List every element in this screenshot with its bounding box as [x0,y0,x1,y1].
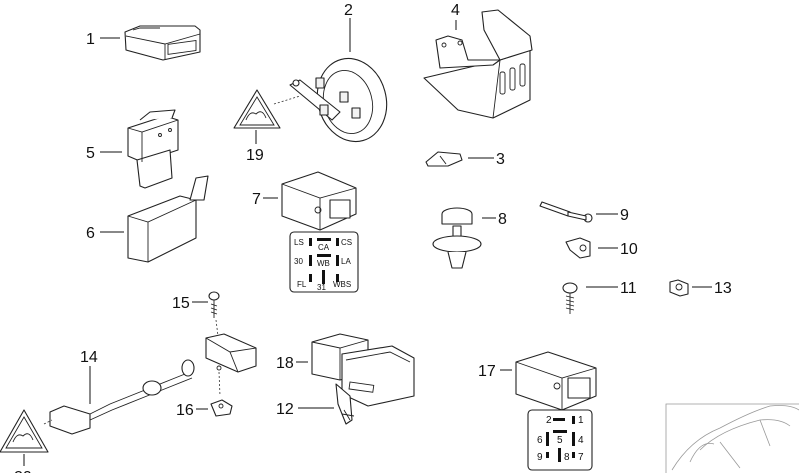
callout-13: 13 [714,280,732,297]
pin-label: 7 [578,452,584,463]
callout-12: 12 [276,401,294,418]
pin-label: CS [341,238,352,247]
part-3-clip[interactable] [425,151,463,167]
pin-label: LA [341,257,351,266]
part-15-screw[interactable] [208,291,220,318]
part-19-warning-label[interactable] [233,89,281,129]
pin-label: 1 [578,415,584,426]
callout-18: 18 [276,355,294,372]
harness-bracket[interactable] [205,333,257,373]
pin-label: 6 [537,435,543,446]
callout-4: 4 [451,2,460,19]
callout-3: 3 [496,151,505,168]
callout-10: 10 [620,241,638,258]
part-9-pin[interactable] [539,201,593,223]
part-11-screw[interactable] [562,282,578,314]
part-12-holder[interactable] [335,345,415,425]
relay-7-pin-diagram: LS CA CS 30 WB LA FL 31 WBS [289,231,359,293]
callout-7: 7 [252,191,261,208]
part-17-relay[interactable] [515,351,597,411]
pin-label: 5 [557,435,563,446]
pin-label: 2 [546,415,552,426]
callout-1: 1 [86,31,95,48]
part-10-clip-nut[interactable] [565,237,591,259]
pin-label: WBS [333,280,351,289]
pin-label: 4 [578,435,584,446]
pin-label: 30 [294,257,303,266]
part-20-warning-label[interactable] [0,409,49,453]
part-5-relay-socket[interactable] [127,109,179,189]
part-14-wiring-harness[interactable] [49,359,195,435]
callout-14: 14 [80,349,98,366]
callout-5: 5 [86,145,95,162]
callout-11: 11 [620,280,637,297]
vehicle-reference-thumbnail[interactable] [665,403,799,473]
callout-16: 16 [176,402,194,419]
pin-label: WB [317,259,330,268]
part-16-clip-nut[interactable] [210,399,233,417]
callout-17: 17 [478,363,496,380]
callout-6: 6 [86,225,95,242]
part-2-horn[interactable] [289,51,396,150]
callout-19: 19 [246,147,264,164]
part-6-relay-cover[interactable] [127,175,209,263]
callout-8: 8 [498,211,507,228]
pin-label: 9 [537,452,543,463]
pin-label: 31 [317,283,326,292]
callout-2: 2 [344,2,353,19]
part-8-expanding-rivet[interactable] [432,207,482,269]
part-13-nut[interactable] [669,279,689,297]
relay-17-pin-diagram: 2 1 6 5 4 9 8 7 [527,409,593,471]
part-4-bracket[interactable] [423,9,533,119]
pin-label: FL [297,280,307,289]
pin-label: LS [294,238,304,247]
part-1-connector-housing[interactable] [124,25,201,61]
pin-label: CA [318,243,330,252]
callout-15: 15 [172,295,190,312]
callout-20: 20 [14,469,32,473]
part-7-relay[interactable] [281,171,357,231]
pin-label: 8 [564,452,570,463]
callout-9: 9 [620,207,629,224]
